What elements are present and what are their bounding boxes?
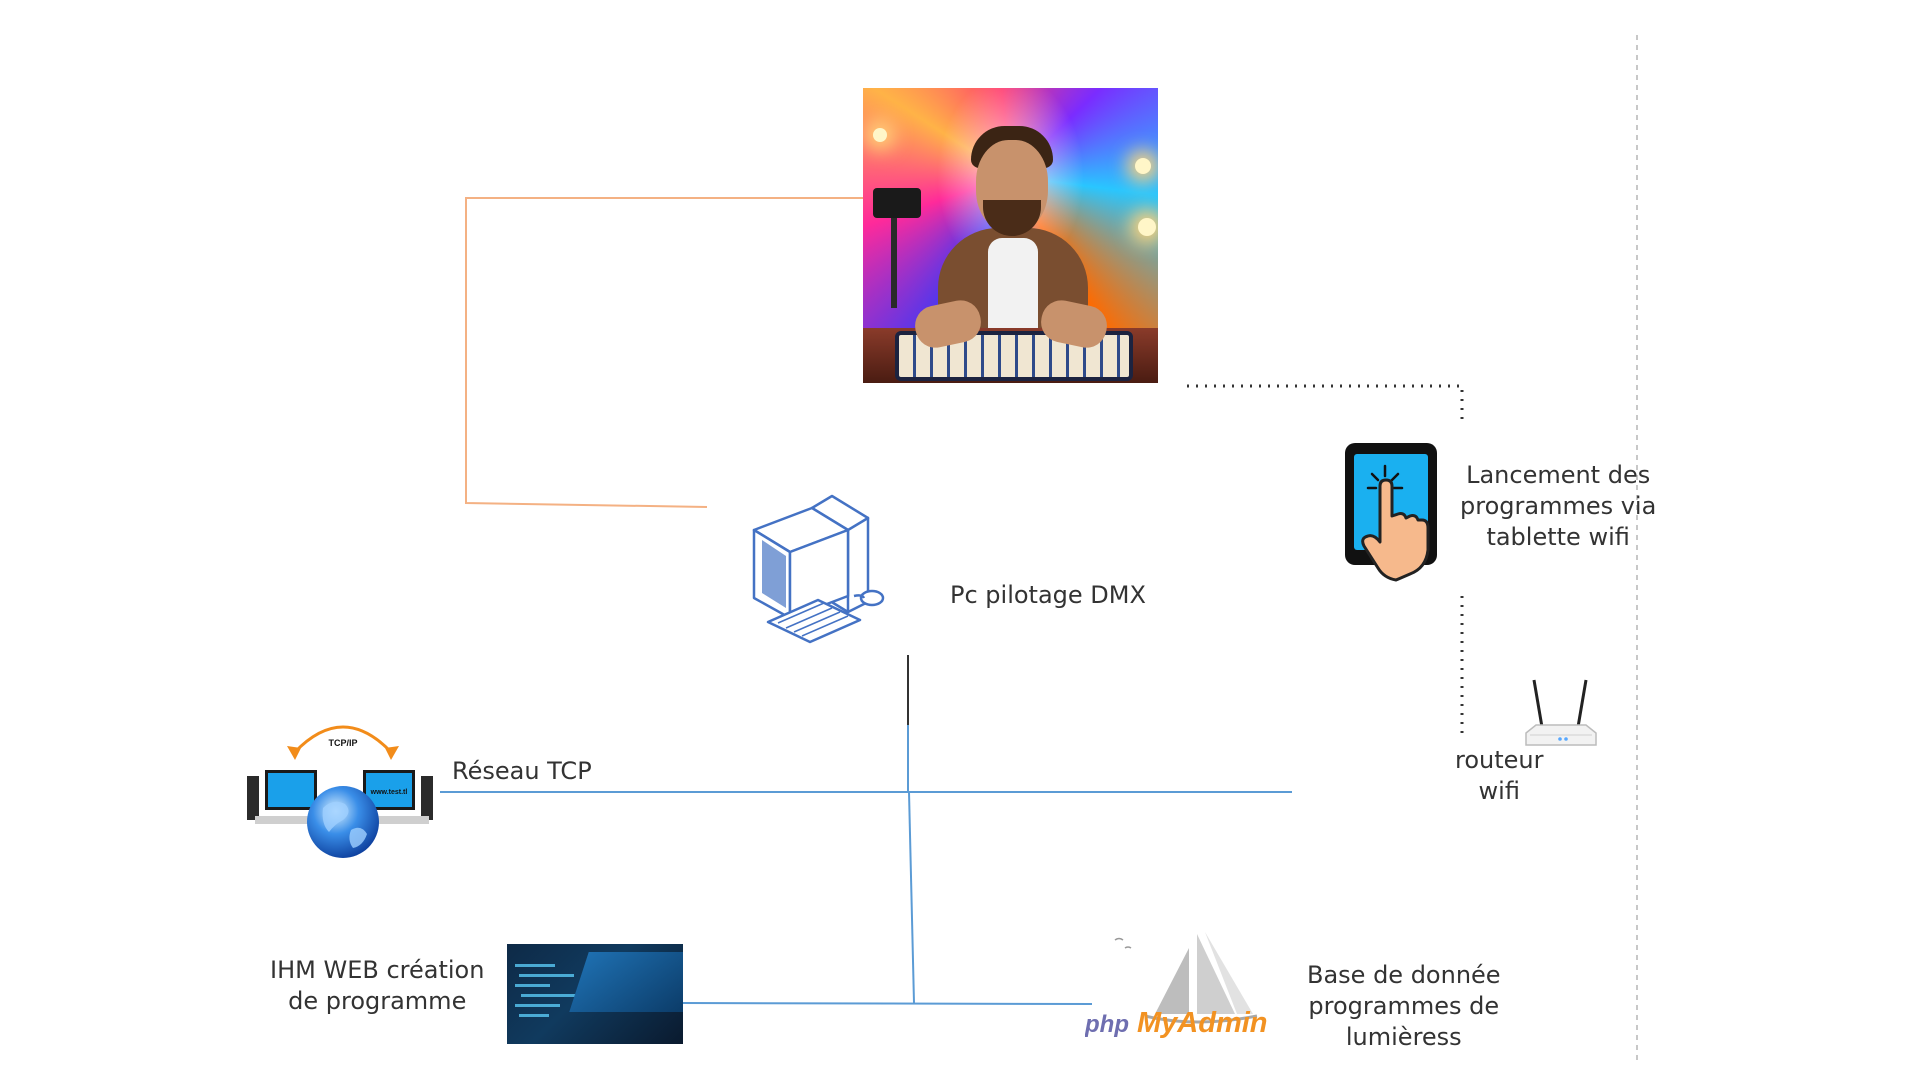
db-vertical-link: [908, 791, 915, 1004]
db-label-line: programmes de: [1308, 992, 1500, 1020]
router-label-line: routeur: [1455, 746, 1544, 774]
code-line: [519, 1014, 549, 1017]
code-window: [569, 952, 683, 1012]
code-line: [515, 964, 555, 967]
tablet-label-line: programmes via: [1460, 492, 1657, 520]
orange-link-line: [465, 197, 863, 508]
tablet-label: Lancement des programmes via tablette wi…: [1460, 460, 1656, 553]
code-line: [515, 1004, 560, 1007]
network-label: Réseau TCP: [452, 757, 592, 785]
camera-tripod: [891, 218, 897, 308]
logo-myadmin-text: MyAdmin: [1137, 1007, 1268, 1039]
wifi-router-icon: [1525, 679, 1597, 746]
dotted-wifi-link: [1187, 384, 1464, 420]
tcp-network-icon: TCP/IP www.test.tl: [247, 725, 433, 858]
code-line: [521, 994, 581, 997]
tablet-label-line: tablette wifi: [1486, 523, 1630, 551]
router-label: routeur wifi: [1455, 745, 1544, 807]
code-line: [515, 984, 550, 987]
pc-label: Pc pilotage DMX: [950, 581, 1146, 609]
phpmyadmin-logo: php MyAdmin: [1085, 932, 1268, 1039]
desktop-computer-icon: [752, 494, 885, 644]
stage-light: [1138, 218, 1156, 236]
tcp-badge: TCP/IP: [328, 738, 357, 748]
operator-photo: [863, 88, 1158, 383]
web-label-line: de programme: [288, 987, 467, 1015]
stage-light: [1135, 158, 1151, 174]
code-line: [519, 974, 574, 977]
web-label-line: IHM WEB création: [270, 956, 485, 984]
db-label: Base de donnée programmes de lumièress: [1307, 960, 1501, 1053]
camera: [873, 188, 921, 218]
web-ui-screenshot: [507, 944, 683, 1044]
logo-php-text: php: [1085, 1011, 1129, 1038]
web-db-bus-line: [682, 1002, 1093, 1005]
db-label-line: lumièress: [1345, 1023, 1462, 1051]
tablet-label-line: Lancement des: [1466, 461, 1651, 489]
web-label: IHM WEB création de programme: [270, 955, 484, 1017]
tablet-touch-icon: [1345, 443, 1437, 582]
stage-light: [873, 128, 887, 142]
router-label-line: wifi: [1478, 777, 1520, 805]
screen-url-text: www.test.tl: [370, 789, 408, 796]
db-label-line: Base de donnée: [1307, 961, 1501, 989]
